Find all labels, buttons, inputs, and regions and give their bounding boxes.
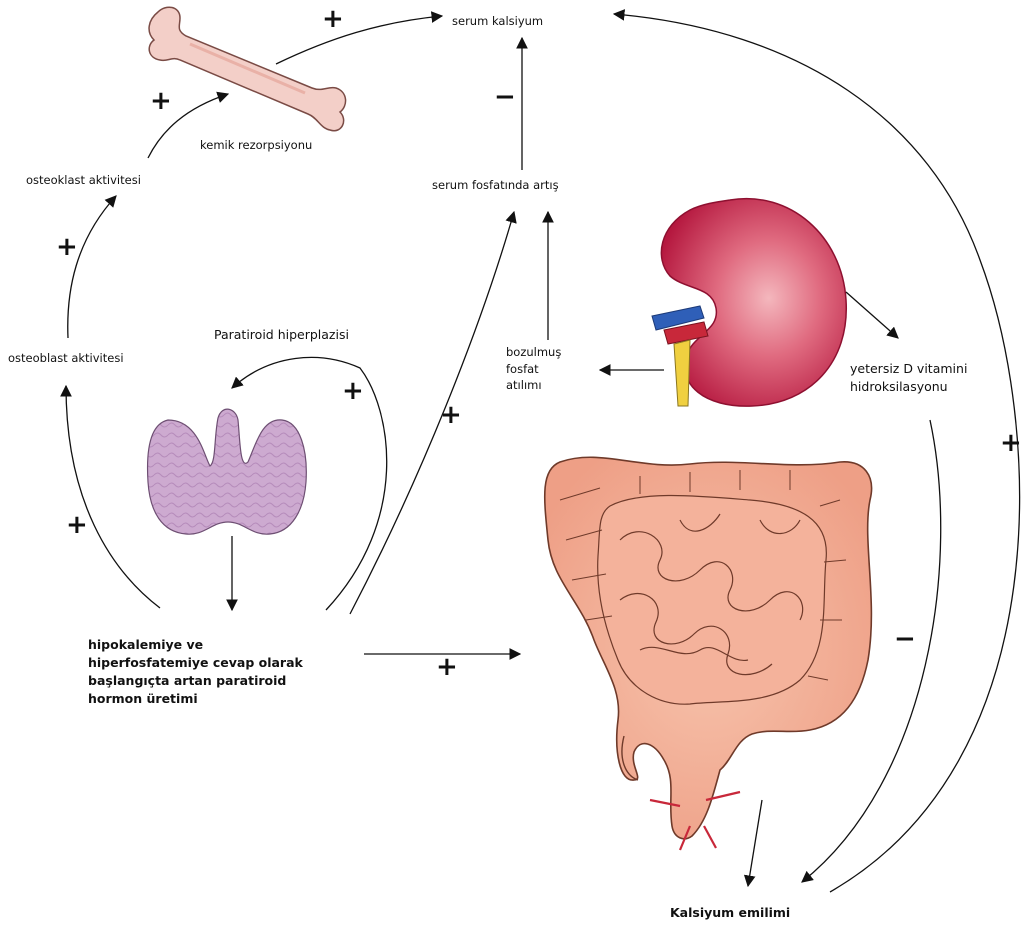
label-pth-line1: hipokalemiye ve	[88, 636, 303, 654]
label-bone-resorption: kemik rezorpsiyonu	[200, 137, 312, 154]
sign-plus-pth-to-intestine: +	[436, 654, 458, 680]
sign-plus-osteoblast-to-osteoclast: +	[56, 234, 78, 260]
label-vitamin-d-line2: hidroksilasyonu	[850, 378, 967, 396]
sign-plus-pth-to-phosphate: +	[440, 402, 462, 428]
label-serum-phosphate-increase: serum fosfatında artış	[432, 177, 559, 194]
label-osteoblast-activity: osteoblast aktivitesi	[8, 350, 124, 367]
label-pth-line3: başlangıçta artan paratiroid	[88, 672, 303, 690]
label-pth-production: hipokalemiye ve hiperfosfatemiye cevap o…	[88, 636, 303, 709]
sign-plus-absorption-to-calcium: +	[1000, 430, 1022, 456]
arrow-pth-to-osteoblast	[66, 386, 160, 608]
label-impaired-excretion-line3: atılımı	[506, 377, 561, 394]
arrow-bone-to-serum-calcium	[276, 16, 442, 64]
bone-illustration	[149, 7, 346, 131]
sign-plus-pth-to-hyperplasia: +	[342, 378, 364, 404]
label-impaired-excretion-line1: bozulmuş	[506, 344, 561, 361]
kidney-illustration	[652, 199, 846, 406]
label-parathyroid-hyperplasia: Paratiroid hiperplazisi	[214, 326, 349, 344]
arrow-osteoblast-to-osteoclast	[68, 196, 116, 338]
label-serum-calcium: serum kalsiyum	[452, 13, 543, 30]
label-impaired-phosphate-excretion: bozulmuş fosfat atılımı	[506, 344, 561, 394]
label-pth-line4: hormon üretimi	[88, 690, 303, 708]
sign-plus-osteoclast-to-bone: +	[150, 88, 172, 114]
label-impaired-excretion-line2: fosfat	[506, 361, 561, 378]
label-vitamin-d-hydroxylation: yetersiz D vitamini hidroksilasyonu	[850, 360, 967, 396]
label-calcium-absorption: Kalsiyum emilimi	[670, 904, 790, 922]
intestine-illustration	[545, 457, 872, 850]
arrow-pth-to-phosphate	[350, 212, 514, 614]
sign-plus-pth-to-osteoblast: +	[66, 512, 88, 538]
thyroid-illustration	[148, 409, 307, 534]
label-pth-line2: hiperfosfatemiye cevap olarak	[88, 654, 303, 672]
label-osteoclast-activity: osteoklast aktivitesi	[26, 172, 141, 189]
label-vitamin-d-line1: yetersiz D vitamini	[850, 360, 967, 378]
sign-minus-vitamin-d-to-absorption: −	[894, 626, 916, 652]
arrow-intestine-to-absorption	[748, 800, 762, 886]
sign-plus-bone-to-calcium: +	[322, 6, 344, 32]
sign-minus-phosphate-to-calcium: −	[494, 84, 516, 110]
arrow-kidney-to-vitamin-d	[846, 292, 898, 338]
